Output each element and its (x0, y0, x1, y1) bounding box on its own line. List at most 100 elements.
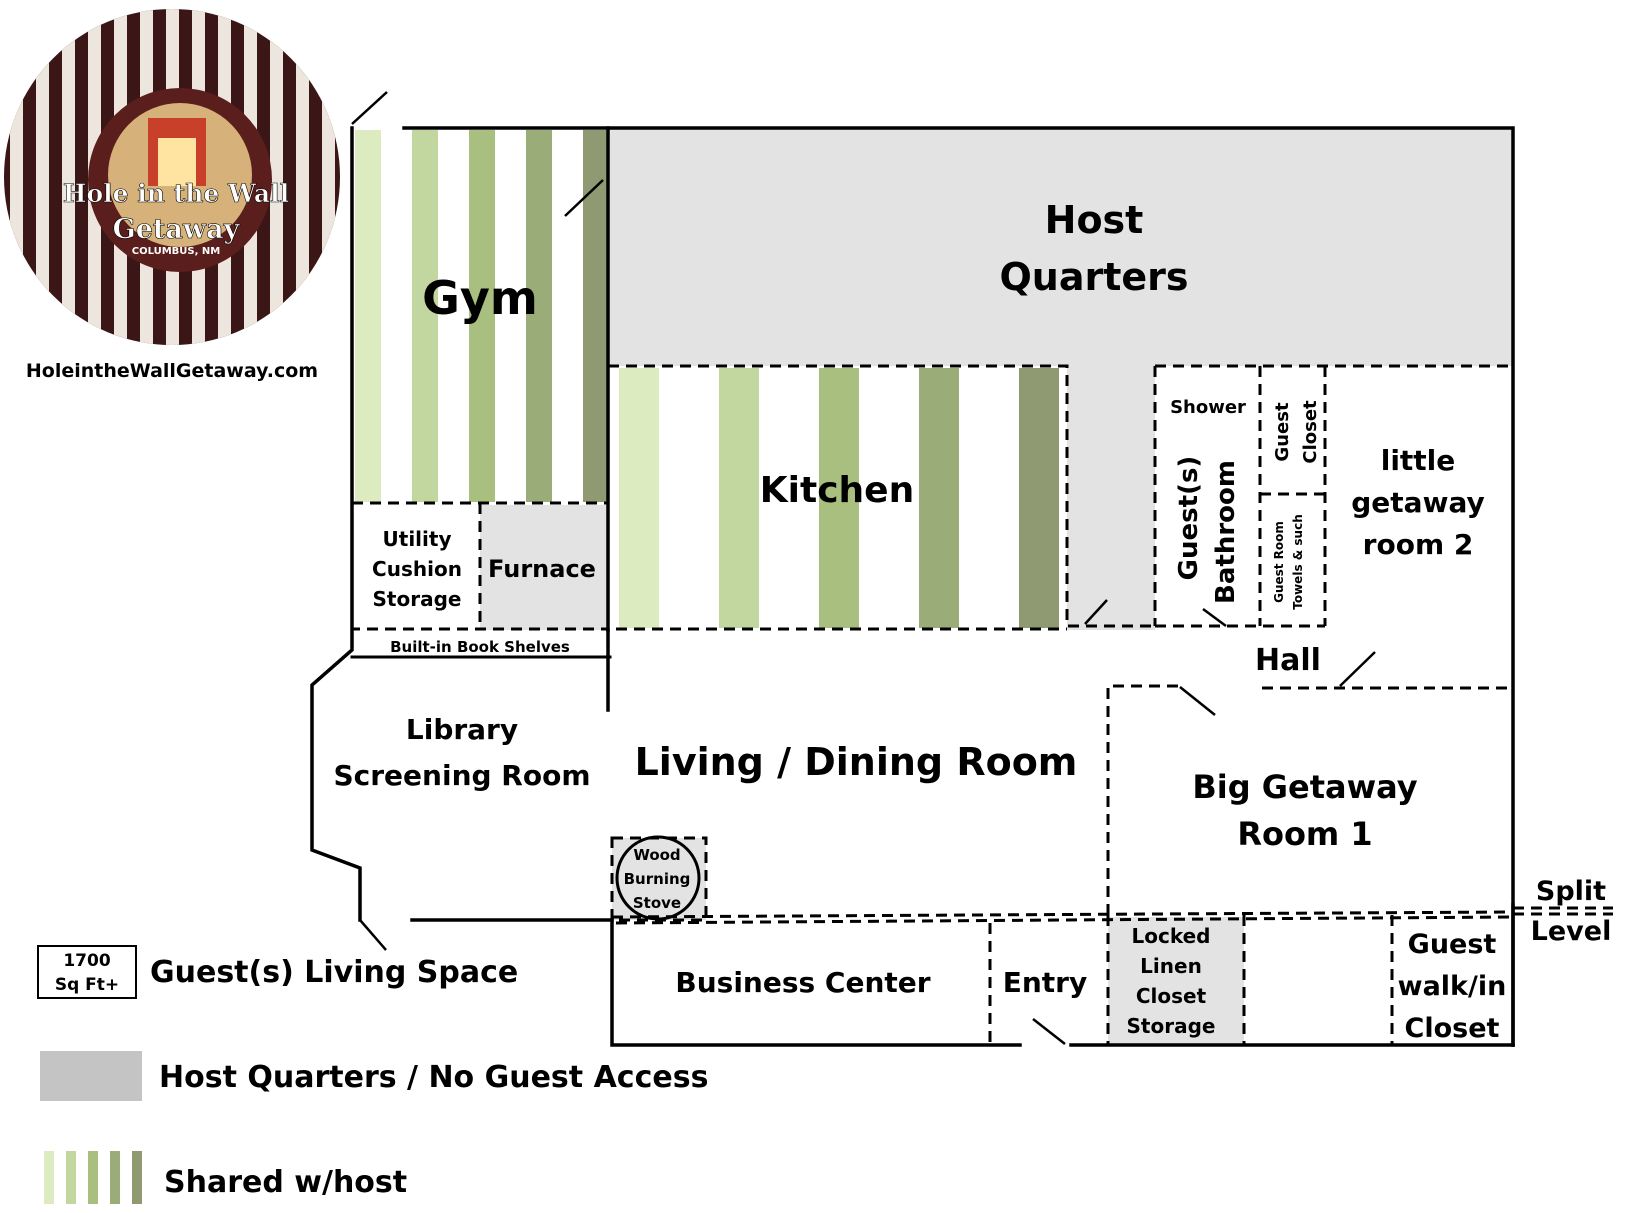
legend-area-box (37, 945, 137, 999)
library-label-1: Library (406, 713, 518, 746)
logo-fence-bar (270, 9, 283, 345)
linen-label-4: Storage (1127, 1014, 1216, 1038)
kitchen-stripe (919, 368, 959, 628)
stove-label-3: Stove (633, 894, 681, 912)
door-swings (351, 91, 1376, 1045)
entry-label: Entry (1003, 966, 1088, 999)
hall-label: Hall (1255, 643, 1321, 678)
door-swing-bathroom (1202, 607, 1227, 628)
website-url: HoleintheWallGetaway.com (26, 360, 318, 382)
bookshelves-label: Built-in Book Shelves (390, 638, 570, 656)
utility-label-1: Utility (383, 527, 452, 551)
business-center-label: Business Center (675, 966, 930, 999)
logo: Hole in the Wall Getaway COLUMBUS, NM Ho… (4, 9, 340, 382)
logo-fence-bar (62, 9, 75, 345)
big-room-label-1: Big Getaway (1192, 768, 1417, 806)
split-level-line-1 (611, 910, 1514, 919)
guest-closet-label-1: Guest (1272, 402, 1293, 462)
host-corridor-area (1067, 366, 1155, 630)
logo-badge: Hole in the Wall Getaway COLUMBUS, NM (4, 9, 340, 345)
little-room-label-3: room 2 (1363, 528, 1474, 561)
walkin-label-2: walk/in (1398, 971, 1507, 1002)
shower-label: Shower (1170, 397, 1246, 418)
logo-line3: COLUMBUS, NM (132, 246, 221, 257)
logo-fence-bar (322, 9, 335, 345)
legend-shared-label: Shared w/host (164, 1165, 407, 1200)
door-swing-big-room (1179, 686, 1216, 716)
guest-closet-label-2: Closet (1300, 400, 1321, 464)
bathroom-label-2: Bathroom (1211, 460, 1241, 604)
door-swing-entry (1032, 1018, 1066, 1045)
outer-wall-top-right (402, 126, 1515, 1047)
gym-stripe (355, 130, 381, 502)
business-wall (610, 918, 1022, 1047)
host-quarters-area (608, 128, 1513, 366)
host-quarters-label-1: Host (1045, 198, 1144, 242)
legend-stripe (44, 1151, 54, 1204)
split-level-label-2: Level (1531, 916, 1612, 947)
legend-guest-space-label: Guest(s) Living Space (150, 955, 518, 990)
logo-fence-bar (296, 9, 309, 345)
furnace-label: Furnace (488, 555, 596, 583)
split-level-line-2 (615, 915, 1514, 925)
legend-stripe (110, 1151, 120, 1204)
kitchen-label: Kitchen (760, 470, 914, 511)
gym-stripes (355, 130, 609, 502)
door-swing-corridor (1084, 599, 1108, 625)
kitchen-outline-top (608, 364, 1155, 628)
door-swing-gym (564, 179, 604, 217)
host-quarters-label-2: Quarters (999, 255, 1188, 299)
utility-label-2: Cushion (372, 557, 462, 581)
logo-line1: Hole in the Wall (63, 179, 289, 208)
gym-stripe (412, 130, 438, 502)
logo-fence-bar (10, 9, 23, 345)
kitchen-stripes (619, 368, 1059, 628)
logo-line2: Getaway (113, 214, 241, 245)
gym-stripe (583, 130, 609, 502)
door-swing-gym-outer (351, 91, 388, 125)
legend-stripe (88, 1151, 98, 1204)
linen-label-3: Closet (1136, 984, 1207, 1008)
walkin-label-3: Closet (1405, 1013, 1500, 1044)
linen-label-1: Locked (1132, 924, 1211, 948)
logo-fence-bar (36, 9, 49, 345)
legend: 1700 Sq Ft+ Guest(s) Living Space Host Q… (37, 945, 708, 1204)
legend-area-label-1: 1700 (63, 951, 110, 971)
partitions (350, 364, 1613, 1045)
stove-label-2: Burning (624, 870, 691, 888)
split-level-label-1: Split (1536, 876, 1606, 907)
furnace-area (480, 505, 608, 630)
stove-label-1: Wood (633, 846, 680, 864)
gym-label: Gym (422, 271, 538, 325)
legend-stripe (66, 1151, 76, 1204)
living-dining-label: Living / Dining Room (635, 740, 1078, 784)
library-label-2: Screening Room (333, 759, 590, 792)
linen-label-2: Linen (1140, 954, 1202, 978)
kitchen-stripe (819, 368, 859, 628)
legend-area-label-2: Sq Ft+ (55, 975, 119, 995)
stove-icon (615, 835, 701, 921)
little-room-label-2: getaway (1351, 486, 1484, 519)
door-swing-library (359, 919, 387, 951)
legend-shared-swatch (44, 1151, 142, 1204)
kitchen-stripe (619, 368, 659, 628)
little-room-label-1: little (1381, 444, 1456, 477)
towels-label-2: Towels & such (1291, 514, 1305, 609)
door-swing-hall (1339, 651, 1376, 687)
kitchen-stripe (719, 368, 759, 628)
big-room-west (1106, 684, 1180, 915)
utility-label-3: Storage (373, 587, 462, 611)
legend-stripe (132, 1151, 142, 1204)
logo-doorway-light (158, 138, 196, 186)
towels-label-1: Guest Room (1272, 521, 1286, 603)
gym-stripe (469, 130, 495, 502)
legend-host-label: Host Quarters / No Guest Access (159, 1060, 708, 1095)
big-room-label-2: Room 1 (1237, 815, 1372, 853)
legend-host-swatch (40, 1051, 142, 1101)
bathroom-label-1: Guest(s) (1174, 456, 1204, 581)
kitchen-stripe (1019, 368, 1059, 628)
walkin-label-1: Guest (1408, 929, 1497, 960)
linen-closet-area (1108, 917, 1244, 1045)
gym-stripe (526, 130, 552, 502)
